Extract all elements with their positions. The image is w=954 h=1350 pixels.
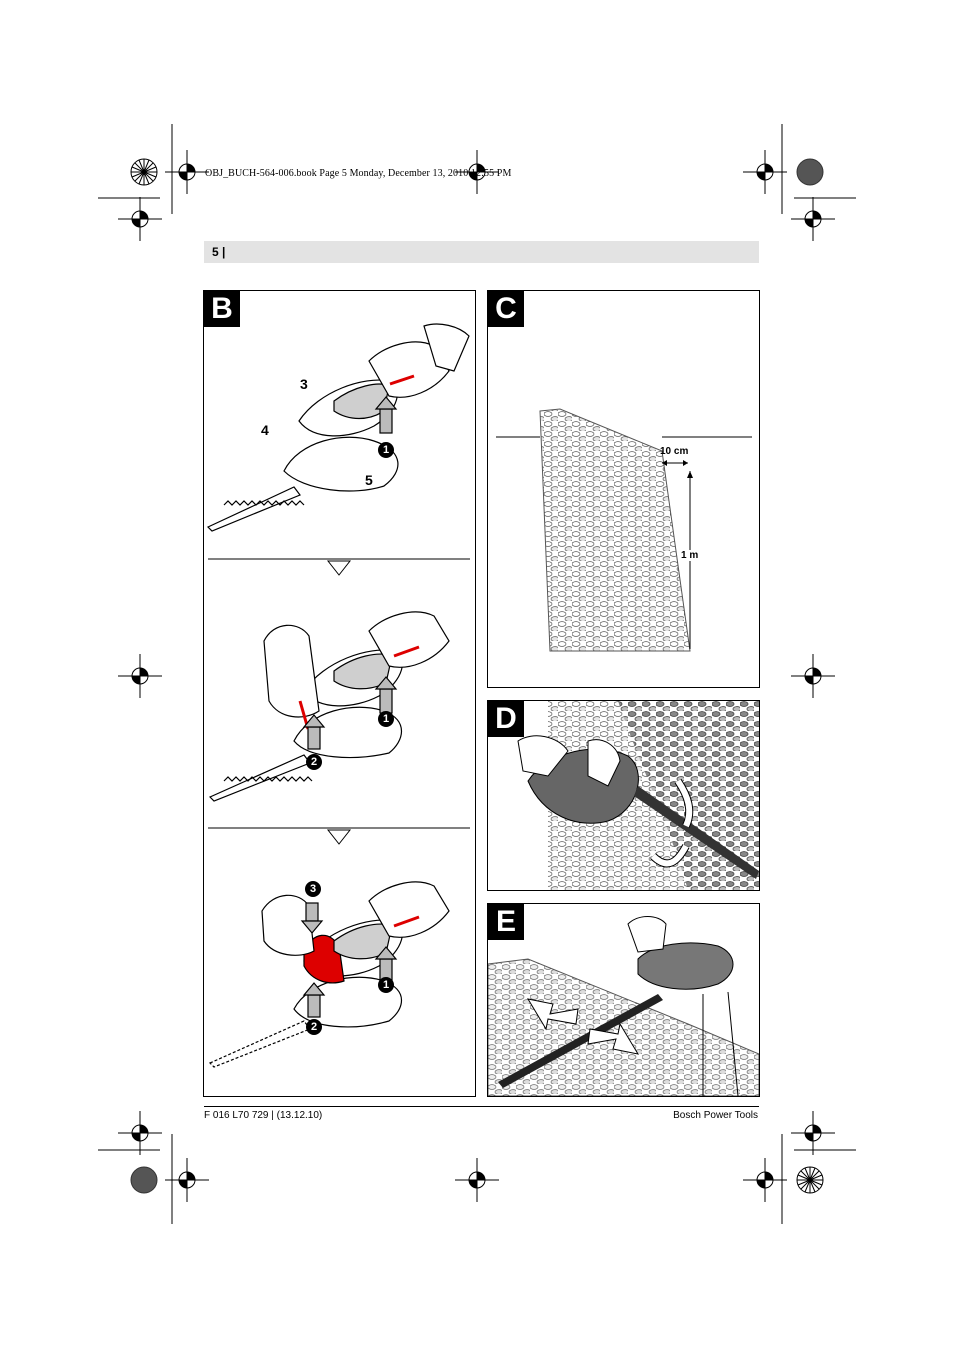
step-1-marker-scene-3: 1 [378, 977, 394, 993]
hedge-profile-illustration [496, 408, 752, 652]
dimension-height-label: 1 m [681, 550, 699, 561]
panel-letter-c: C [488, 291, 524, 327]
page-number-bar: 5 | [204, 241, 759, 263]
figure-panel-d: D [487, 700, 760, 891]
scene-1 [206, 323, 470, 532]
scene-2 [208, 611, 450, 802]
panel-letter-d: D [488, 701, 524, 737]
figure-panel-e: E [487, 903, 760, 1097]
step-1-marker: 1 [378, 442, 394, 458]
callout-3: 3 [300, 376, 308, 392]
cutting-hedge-side-illustration [517, 701, 759, 890]
step-2-marker-scene-2: 2 [306, 754, 322, 770]
step-1-marker-scene-2: 1 [378, 711, 394, 727]
figure-panel-c: C 10 cm 1 m [487, 290, 760, 688]
hedge-trimmer-switch-illustration [206, 323, 470, 1068]
panel-letter-b: B [204, 291, 240, 327]
step-2-marker-scene-3: 2 [306, 1019, 322, 1035]
book-info-header: OBJ_BUCH-564-006.book Page 5 Monday, Dec… [205, 168, 512, 179]
footer-document-number: F 016 L70 729 | (13.12.10) [204, 1110, 323, 1121]
dimension-width-label: 10 cm [660, 446, 689, 457]
step-3-marker: 3 [305, 881, 321, 897]
cutting-hedge-top-illustration [488, 916, 759, 1096]
footer-brand: Bosch Power Tools [673, 1110, 758, 1121]
callout-4: 4 [261, 422, 269, 438]
callout-5: 5 [365, 472, 373, 488]
page-number: 5 | [212, 245, 226, 259]
panel-letter-e: E [488, 904, 524, 940]
footer-rule [204, 1106, 759, 1107]
scene-3 [208, 881, 450, 1068]
figure-panel-b: B [203, 290, 476, 1097]
